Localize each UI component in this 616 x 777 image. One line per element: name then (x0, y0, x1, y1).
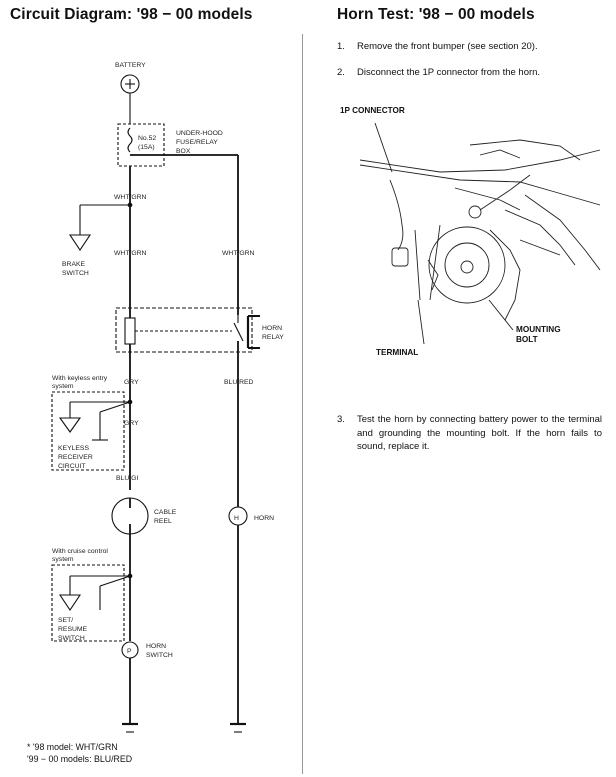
set-resume-3: SWITCH (58, 635, 85, 642)
wire-gry-2: GRY (124, 420, 139, 427)
horn-test-title: Horn Test: '98 − 00 models (337, 6, 535, 23)
cruise-box (51, 564, 125, 642)
fuse-rating: (15A) (138, 144, 155, 151)
wire-gry-1: GRY (124, 379, 139, 386)
step-1-text: Remove the front bumper (see section 20)… (357, 41, 538, 52)
column-divider (302, 34, 303, 774)
wire-wht-grn-2: WHT/GRN (114, 250, 147, 257)
brake-switch-label-1: BRAKE (62, 261, 86, 268)
connector-callout: 1P CONNECTOR (340, 106, 405, 115)
fuse-number: No.52 (138, 135, 156, 142)
cable-reel-label-2: REEL (154, 518, 172, 525)
fuse-box-outline (117, 123, 165, 167)
fuse-box-label-1: UNDER-HOOD (176, 130, 223, 137)
wire-wht-grn-3: WHT/GRN (222, 250, 255, 257)
circuit-diagram-title: Circuit Diagram: '98 − 00 models (10, 6, 253, 23)
fuse-box-label-3: BOX (176, 148, 191, 155)
keyless-receiver-2: RECEIVER (58, 454, 93, 461)
horn-photo-illustration (359, 122, 601, 345)
horn-relay-label-1: HORN (262, 325, 282, 332)
keyless-receiver-1: KEYLESS (58, 445, 89, 452)
battery-label: BATTERY (115, 62, 146, 69)
cruise-note-2: system (52, 556, 74, 563)
cable-reel-label-1: CABLE (154, 509, 177, 516)
set-resume-2: RESUME (58, 626, 88, 633)
mounting-bolt-callout-1: MOUNTING (516, 325, 561, 334)
step-2-number: 2. (337, 67, 345, 78)
wire-blu-gi: BLU/GI (116, 475, 138, 482)
horn-relay-box (115, 307, 253, 353)
horn-switch-label-2: SWITCH (146, 652, 173, 659)
fuse-symbol (127, 127, 133, 153)
brake-switch-ground (68, 234, 92, 251)
terminal-callout: TERMINAL (376, 348, 418, 357)
step-3-number: 3. (337, 414, 345, 425)
horn-relay-label-2: RELAY (262, 334, 284, 341)
horn-switch-letter: P (127, 648, 132, 655)
step-3-text: Test the horn by connecting battery powe… (357, 414, 602, 452)
step-1-number: 1. (337, 41, 345, 52)
wire-blu-red: BLU/RED (224, 379, 254, 386)
horn-symbol-letter: H (234, 515, 239, 522)
footnote-1999: '99 − 00 models: BLU/RED (27, 754, 133, 764)
keyless-note-1: With keyless entry (52, 375, 108, 382)
keyless-box (51, 391, 125, 471)
footnote-1998: * '98 model: WHT/GRN (27, 742, 118, 752)
wire-wht-grn-1: WHT/GRN (114, 194, 147, 201)
fuse-box-label-2: FUSE/RELAY (176, 139, 218, 146)
keyless-note-2: system (52, 383, 74, 390)
cruise-note-1: With cruise control (52, 548, 108, 555)
horn-label: HORN (254, 515, 274, 522)
set-resume-1: SET/ (58, 617, 73, 624)
mounting-bolt-callout-2: BOLT (516, 335, 538, 344)
keyless-receiver-3: CIRCUIT (58, 463, 86, 470)
brake-switch-label-2: SWITCH (62, 270, 89, 277)
horn-switch-label-1: HORN (146, 643, 166, 650)
relay-coil (124, 317, 136, 345)
step-2-text: Disconnect the 1P connector from the hor… (357, 67, 541, 78)
